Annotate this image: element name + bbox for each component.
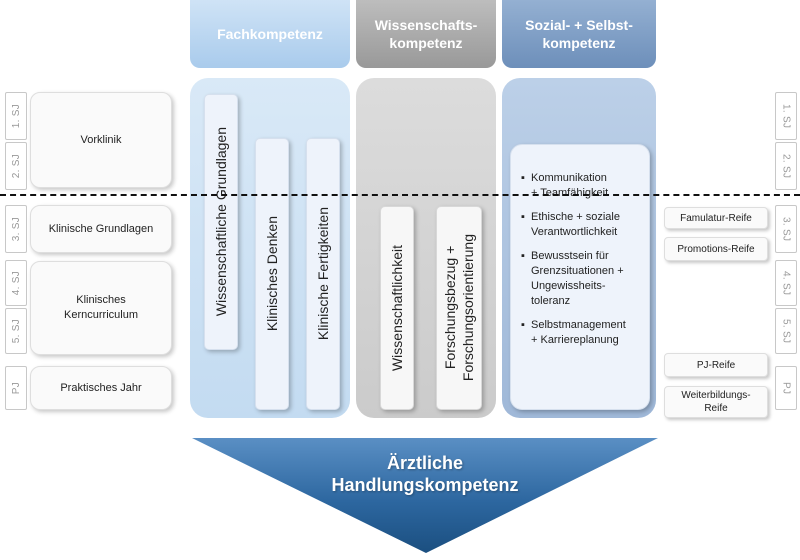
year-tab-right-pj: PJ: [775, 366, 797, 410]
list-item: ▪Bewusstsein für Grenzsituationen + Unge…: [521, 250, 624, 307]
year-tab-left-3: 3. SJ: [5, 205, 27, 253]
list-item: ▪Selbstmanagement + Karriereplanung: [521, 319, 626, 346]
year-tab-left-pj: PJ: [5, 366, 27, 410]
card-klinische-fertigkeiten: Klinische Fertigkeiten: [306, 138, 340, 410]
preclinical-clinical-divider: [0, 194, 800, 196]
reife-promotion: Promotions-Reife: [664, 237, 768, 261]
sozialkompetenz-list: ▪Kommunikation + Teamfähigkeit ▪Ethische…: [510, 144, 650, 410]
year-tab-right-4: 4. SJ: [775, 260, 797, 306]
reife-famulatur: Famulatur-Reife: [664, 207, 768, 229]
phase-praktisches-jahr: Praktisches Jahr: [30, 366, 172, 410]
phase-klinische-grundlagen: Klinische Grundlagen: [30, 205, 172, 253]
year-tab-left-2: 2. SJ: [5, 142, 27, 190]
year-tab-right-2: 2. SJ: [775, 142, 797, 190]
year-tab-right-1: 1. SJ: [775, 92, 797, 140]
year-tab-left-4: 4. SJ: [5, 260, 27, 306]
card-klinisches-denken: Klinisches Denken: [255, 138, 289, 410]
year-tab-left-1: 1. SJ: [5, 92, 27, 140]
handlungskompetenz-title: Ärztliche Handlungskompetenz: [331, 453, 519, 495]
phase-klinisches-kerncurriculum: Klinisches Kerncurriculum: [30, 261, 172, 355]
list-item: ▪Kommunikation + Teamfähigkeit: [521, 172, 609, 199]
reife-weiterbildung: Weiterbildungs- Reife: [664, 386, 768, 418]
card-wissenschaftlichkeit: Wissenschaftlichkeit: [380, 206, 414, 410]
reife-pj: PJ-Reife: [664, 353, 768, 377]
header-fachkompetenz: Fachkompetenz: [190, 0, 350, 68]
year-tab-left-5: 5. SJ: [5, 308, 27, 354]
card-wissenschaftliche-grundlagen: Wissenschaftliche Grundlagen: [204, 94, 238, 350]
header-wissenschaftskompetenz: Wissenschafts- kompetenz: [356, 0, 496, 68]
header-sozial-selbstkompetenz: Sozial- + Selbst- kompetenz: [502, 0, 656, 68]
card-forschungsbezug: Forschungsbezug + Forschungsorientierung: [436, 206, 482, 410]
year-tab-right-5: 5. SJ: [775, 308, 797, 354]
list-item: ▪Ethische + soziale Verantwortlichkeit: [521, 211, 620, 238]
phase-vorklinik: Vorklinik: [30, 92, 172, 188]
year-tab-right-3: 3. SJ: [775, 205, 797, 253]
